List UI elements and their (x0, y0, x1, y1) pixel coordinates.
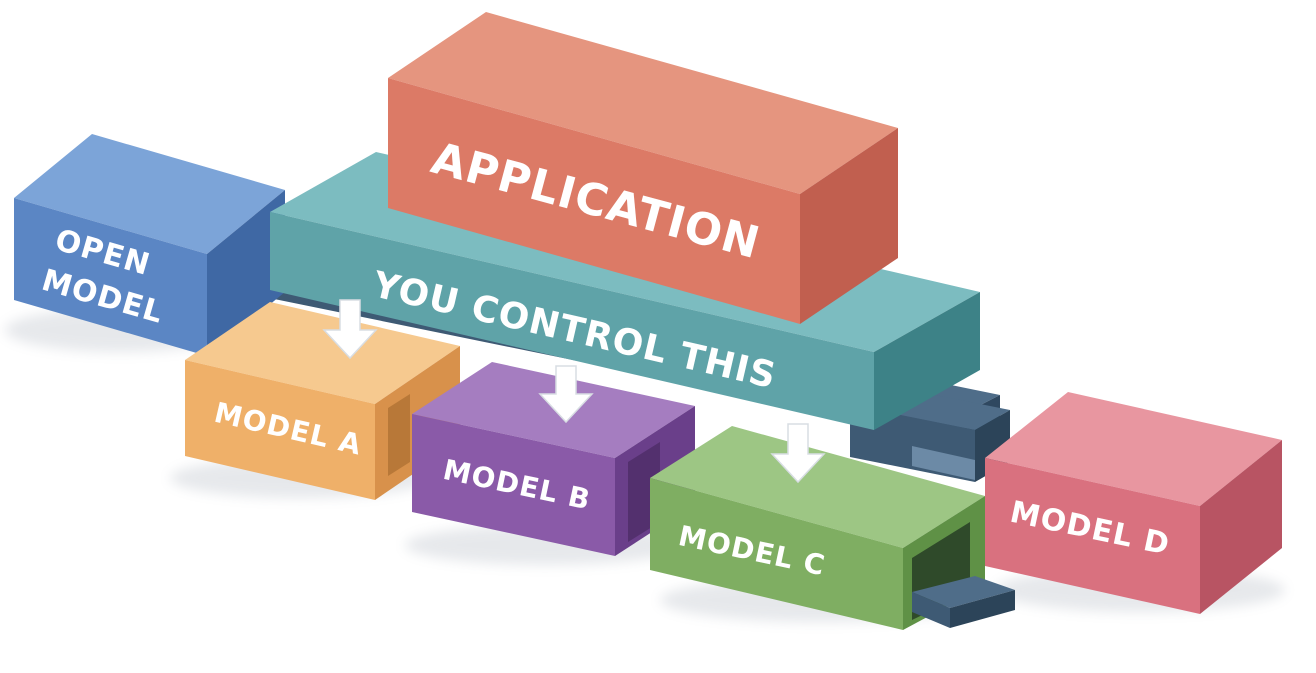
model-d-block: MODEL D (985, 392, 1282, 614)
model-b-block: MODEL B (412, 362, 695, 556)
arrow-to-model-b (538, 365, 594, 424)
open-model-block: OPEN MODEL (14, 134, 285, 356)
model-c-block: MODEL C (650, 426, 1015, 630)
model-a-block: MODEL A (185, 302, 460, 500)
application-block: APPLICATION (388, 12, 898, 324)
arrow-to-model-a (322, 299, 378, 360)
arrow-to-model-c (770, 423, 826, 484)
